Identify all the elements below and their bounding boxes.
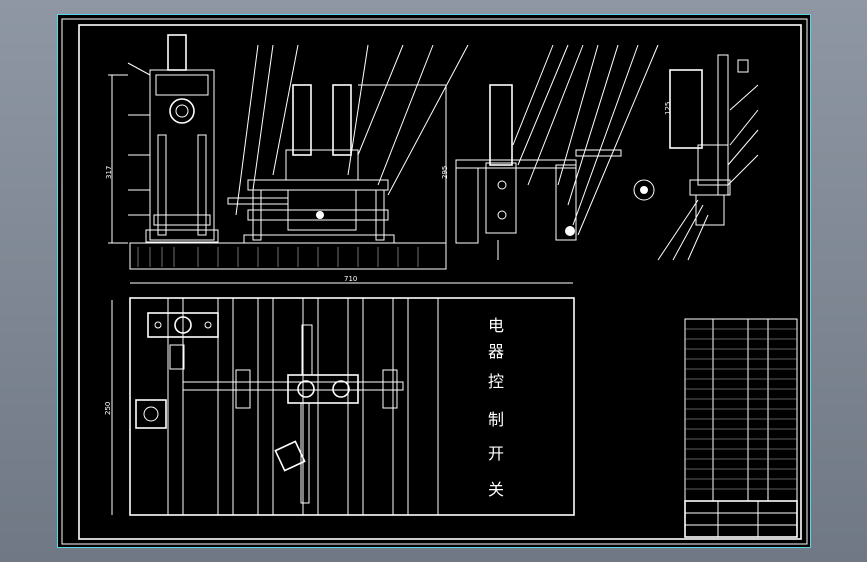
drawing-border (78, 24, 802, 540)
front-view: 317 295 (105, 34, 469, 270)
control-char-1: 电 (488, 316, 504, 335)
cad-viewport[interactable]: 317 295 (57, 14, 811, 548)
side-height-dim: 295 (441, 166, 449, 179)
top-height-dim: 250 (104, 402, 112, 415)
control-char-5: 开 (488, 444, 504, 463)
drawing-sheet: 317 295 (61, 18, 808, 545)
control-char-2: 器 (488, 342, 504, 361)
parts-list (684, 318, 798, 502)
side-view (455, 44, 659, 260)
control-char-3: 控 (488, 372, 504, 391)
control-char-4: 制 (488, 410, 504, 429)
top-width-dim: 710 (344, 275, 357, 283)
top-view: 710 250 电 器 控 (104, 275, 575, 516)
control-char-6: 关 (488, 480, 504, 499)
detail-height-dim: 125 (664, 102, 672, 115)
title-block (684, 500, 798, 538)
outer-border (61, 18, 808, 545)
front-height-dim: 317 (105, 166, 113, 179)
detail-view: 125 (633, 54, 759, 261)
